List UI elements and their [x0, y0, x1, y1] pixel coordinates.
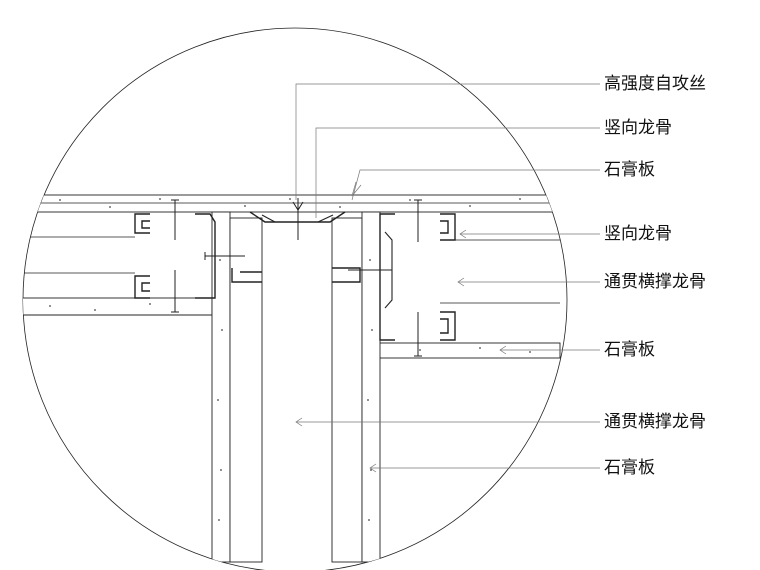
callout-label-vertical-stud-1: 竖向龙骨: [604, 118, 672, 138]
right-bottom-gypsum-board: [377, 342, 561, 359]
top-gypsum-board: [23, 194, 561, 213]
callout-label-vertical-stud-2: 竖向龙骨: [604, 224, 672, 244]
stipple: [49, 198, 531, 521]
callout-label-screw: 高强度自攻丝: [604, 74, 706, 94]
callout-label-gypsum-board-1: 石膏板: [604, 160, 655, 180]
left-bottom-gypsum-board: [23, 297, 213, 316]
callout-label-gypsum-board-2: 石膏板: [604, 340, 655, 360]
callout-label-cross-brace-2: 通贯横撑龙骨: [604, 412, 706, 432]
right-c-stud-upper: [440, 213, 456, 241]
vertical-gypsum-left-inner: [229, 217, 263, 563]
callout-label-cross-brace-1: 通贯横撑龙骨: [604, 272, 706, 292]
left-c-stud-lower: [134, 275, 150, 299]
callout-label-gypsum-board-3: 石膏板: [604, 458, 655, 478]
screws: [171, 198, 422, 357]
leader-lines: [295, 83, 600, 473]
wall-section: [23, 194, 561, 563]
left-c-stud-upper: [134, 213, 150, 234]
right-c-stud-lower: [440, 311, 456, 341]
vertical-gypsum-right-inner: [331, 217, 363, 563]
vertical-gypsum-right-outer: [361, 211, 381, 563]
